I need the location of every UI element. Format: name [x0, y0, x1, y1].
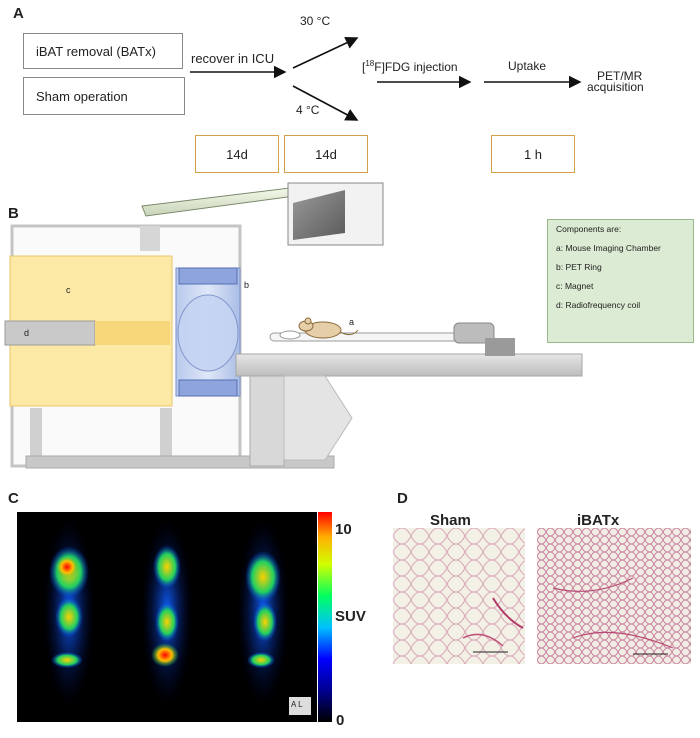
scale-unit-label: SUV	[335, 608, 366, 625]
suv-colorbar	[318, 512, 332, 722]
scale-max-label: 10	[335, 521, 352, 538]
panel-a-arrows	[0, 0, 700, 140]
histology-images	[393, 528, 693, 664]
label-c: c	[66, 285, 71, 295]
sham-title: Sham	[430, 512, 471, 529]
overhead-lamp	[142, 188, 295, 216]
pet-scan-images	[17, 512, 317, 722]
label-d: d	[24, 328, 29, 338]
legend-item-d: d: Radiofrequency coil	[556, 300, 685, 310]
label-a: a	[349, 317, 354, 327]
duration-box-2: 14d	[284, 135, 368, 173]
legend-item-a: a: Mouse Imaging Chamber	[556, 243, 685, 253]
pet-mouse-3	[237, 517, 289, 707]
rf-coil	[5, 321, 95, 345]
pet-mouse-1	[43, 517, 95, 707]
warm-arrow	[293, 38, 357, 68]
cold-arrow	[293, 86, 357, 120]
panel-d-letter: D	[397, 490, 408, 507]
panel-c-letter: C	[8, 490, 19, 507]
legend-title: Components are:	[556, 224, 685, 234]
duration-box-3: 1 h	[491, 135, 575, 173]
histology-sham	[393, 528, 525, 664]
legend-item-b: b: PET Ring	[556, 262, 685, 272]
legend-item-c: c: Magnet	[556, 281, 685, 291]
label-b: b	[244, 280, 249, 290]
components-legend: Components are: a: Mouse Imaging Chamber…	[547, 219, 694, 343]
pet-mouse-2	[141, 517, 193, 707]
histology-ibatx	[537, 528, 691, 664]
ibatx-title: iBATx	[577, 512, 619, 529]
mouse-imaging-chamber	[270, 333, 480, 341]
scale-min-label: 0	[336, 712, 344, 729]
orientation-mark: A L	[291, 700, 303, 709]
duration-box-1: 14d	[195, 135, 279, 173]
patient-table	[236, 354, 582, 376]
